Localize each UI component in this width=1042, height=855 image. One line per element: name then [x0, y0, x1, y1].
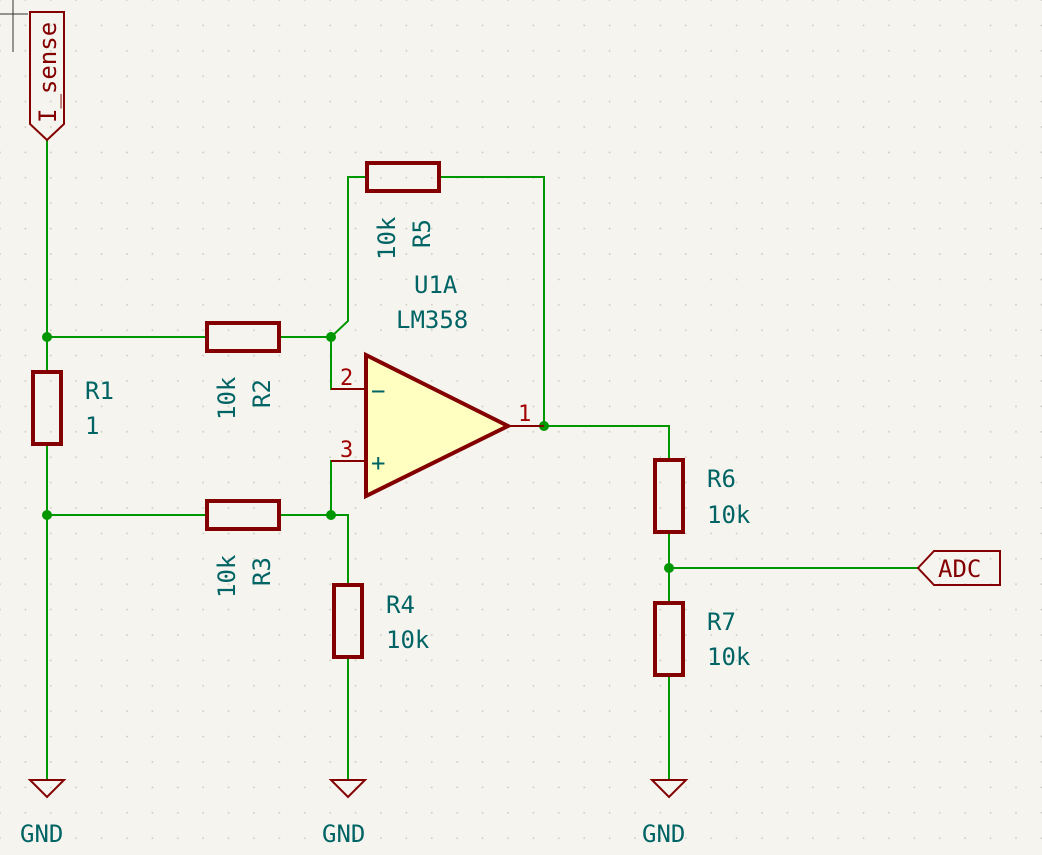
gnd-1-label: GND	[20, 820, 63, 848]
r1-value: 1	[85, 412, 99, 440]
resistor-r6[interactable]: R6 10k	[653, 458, 751, 534]
junction-dot	[326, 510, 336, 520]
label-adc-outline	[916, 550, 1001, 586]
u1a-value: LM358	[396, 306, 468, 334]
r2-value: 10k	[213, 376, 241, 420]
wire-noninv-to-r4[interactable]	[331, 514, 349, 585]
u1a-pin3-number: 3	[340, 438, 353, 463]
u1a-pin2-number: 2	[340, 366, 353, 391]
junction-dot	[664, 563, 674, 573]
r3-ref: R3	[248, 557, 276, 586]
r2-ref: R2	[248, 379, 276, 408]
label-i-sense-text: I_sense	[34, 22, 62, 123]
resistor-r3-body	[205, 499, 281, 531]
r4-value: 10k	[386, 626, 430, 654]
r5-ref: R5	[408, 219, 436, 248]
resistor-r7[interactable]: R7 10k	[653, 601, 751, 677]
gnd-symbol-2[interactable]: GND	[322, 779, 368, 848]
gnd-symbol-2-arrow	[328, 779, 368, 799]
resistor-r6-body	[653, 458, 685, 534]
wire-feedback-left[interactable]	[330, 176, 367, 338]
opamp-u1a[interactable]: U1A LM358 2 3 1 − +	[331, 271, 544, 500]
r7-ref: R7	[707, 608, 736, 636]
r6-ref: R6	[707, 465, 736, 493]
resistor-r2-body	[205, 321, 281, 353]
opamp-triangle	[364, 351, 513, 500]
resistor-r7-body	[653, 601, 685, 677]
label-i-sense[interactable]: I_sense	[29, 11, 65, 142]
resistor-r4[interactable]: R4 10k	[332, 583, 430, 659]
r5-value: 10k	[373, 216, 401, 260]
wire-feedback-right[interactable]	[439, 176, 545, 426]
r1-ref: R1	[85, 377, 114, 405]
junction-dot	[42, 332, 52, 342]
resistor-r5[interactable]: 10k R5	[365, 161, 441, 260]
u1a-pin1-number: 1	[518, 402, 531, 427]
r4-ref: R4	[386, 591, 415, 619]
junction-dot	[42, 510, 52, 520]
resistor-r1-body	[31, 370, 63, 446]
resistor-r1[interactable]: R1 1	[31, 370, 114, 446]
wires	[46, 140, 918, 780]
junction-dot	[326, 332, 336, 342]
label-adc[interactable]: ADC	[916, 550, 1001, 586]
gnd-symbol-3-arrow	[649, 779, 689, 799]
u1a-ref: U1A	[414, 271, 458, 299]
resistor-r3[interactable]: 10k R3	[205, 499, 281, 598]
gnd-3-label: GND	[642, 820, 685, 848]
resistor-r5-body	[365, 161, 441, 193]
u1a-minus-sign: −	[371, 377, 385, 405]
gnd-symbol-1-arrow	[27, 779, 67, 799]
gnd-symbol-3[interactable]: GND	[642, 779, 689, 848]
label-adc-text: ADC	[938, 555, 981, 583]
r7-value: 10k	[707, 643, 751, 671]
junctions	[42, 332, 674, 573]
label-i-sense-outline	[29, 11, 65, 142]
cursor-crosshair	[0, 0, 28, 52]
wire-output-to-r6[interactable]	[544, 425, 670, 460]
u1a-plus-sign: +	[371, 449, 385, 477]
gnd-symbol-1[interactable]: GND	[20, 779, 67, 848]
gnd-2-label: GND	[322, 820, 365, 848]
resistor-r2[interactable]: 10k R2	[205, 321, 281, 420]
r6-value: 10k	[707, 501, 751, 529]
r3-value: 10k	[213, 554, 241, 598]
resistor-r4-body	[332, 583, 364, 659]
